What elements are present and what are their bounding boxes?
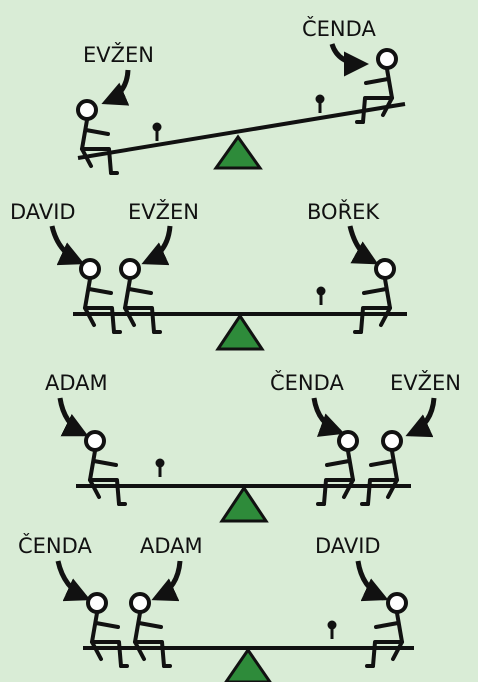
seesaw-scene-3: ADAM ČENDA EVŽEN bbox=[45, 370, 461, 523]
label-evzen-3: EVŽEN bbox=[390, 370, 461, 395]
seesaw-scene-2: DAVID EVŽEN BOŘEK bbox=[10, 199, 407, 351]
green-triangle-icon bbox=[215, 313, 265, 351]
curved-arrow-icon bbox=[329, 43, 369, 77]
stick-figure-icon bbox=[316, 430, 359, 506]
handle-peg bbox=[314, 93, 326, 115]
stick-figure-icon bbox=[360, 430, 403, 506]
stick-figure-icon bbox=[86, 592, 129, 668]
curved-arrow-icon bbox=[311, 397, 345, 437]
stick-figure-icon bbox=[365, 592, 408, 668]
stick-figure-icon bbox=[76, 99, 119, 175]
label-borek-2: BOŘEK bbox=[307, 199, 380, 224]
handle-peg bbox=[315, 285, 327, 307]
green-triangle-icon bbox=[219, 485, 269, 523]
seesaw-scene-1: EVŽEN ČENDA bbox=[76, 16, 406, 175]
stick-figure-icon bbox=[84, 430, 127, 506]
handle-peg bbox=[151, 121, 163, 143]
label-adam-3: ADAM bbox=[45, 371, 108, 395]
label-adam-4: ADAM bbox=[140, 534, 203, 558]
handle-peg bbox=[154, 457, 166, 479]
label-david-2: DAVID bbox=[10, 200, 76, 224]
stick-figure-icon bbox=[119, 258, 162, 334]
seesaw-scene-4: ČENDA ADAM DAVID bbox=[18, 533, 414, 682]
stick-figure-icon bbox=[129, 592, 172, 668]
label-david-4: DAVID bbox=[315, 534, 381, 558]
curved-arrow-icon bbox=[347, 225, 379, 265]
stick-figure-icon bbox=[353, 258, 396, 334]
label-cenda-4: ČENDA bbox=[18, 533, 92, 558]
curved-arrow-icon bbox=[101, 69, 131, 106]
green-triangle-icon bbox=[213, 134, 263, 170]
curved-arrow-icon bbox=[355, 560, 389, 602]
stick-figure-icon bbox=[355, 48, 398, 124]
handle-peg bbox=[326, 619, 338, 641]
stick-figure-icon bbox=[79, 258, 122, 334]
label-evzen-2: EVŽEN bbox=[128, 199, 199, 224]
seesaw-plank bbox=[77, 102, 406, 160]
label-cenda-1: ČENDA bbox=[302, 16, 376, 41]
curved-arrow-icon bbox=[405, 397, 437, 438]
green-triangle-icon bbox=[224, 647, 272, 682]
curved-arrow-icon bbox=[141, 225, 173, 266]
label-cenda-3: ČENDA bbox=[270, 370, 344, 395]
label-evzen-1: EVŽEN bbox=[83, 42, 154, 67]
curved-arrow-icon bbox=[55, 560, 91, 602]
curved-arrow-icon bbox=[151, 560, 183, 602]
curved-arrow-icon bbox=[57, 397, 89, 437]
curved-arrow-icon bbox=[49, 225, 85, 266]
